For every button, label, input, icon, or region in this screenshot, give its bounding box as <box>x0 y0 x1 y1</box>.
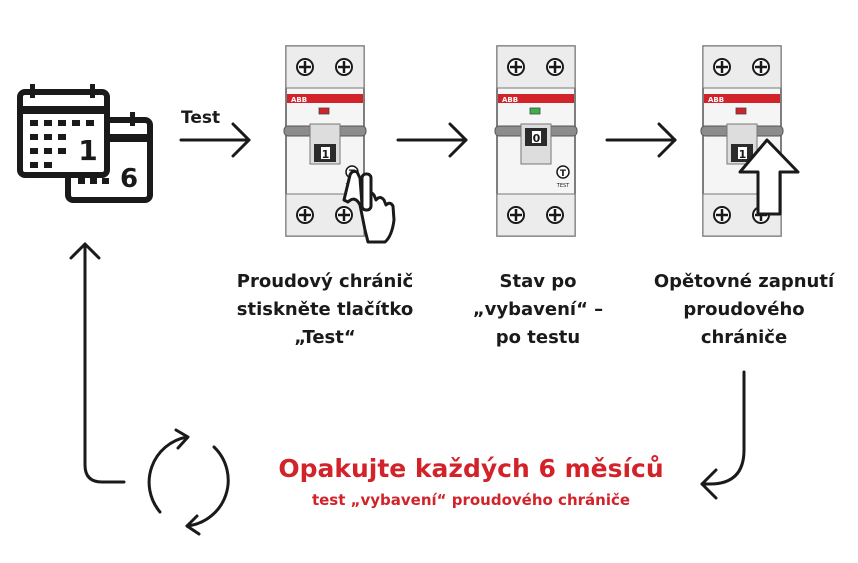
switch-lever-face <box>532 131 541 143</box>
switch-lever-face <box>321 147 330 159</box>
brand-strip <box>287 94 363 103</box>
return-arrow-icon <box>69 242 126 484</box>
brand-logo: ABB <box>502 96 518 104</box>
breaker-device-tripped: ABB 0T TEST <box>494 45 578 237</box>
status-indicator <box>735 107 747 115</box>
calendar-icon <box>17 84 153 203</box>
calendar-front <box>17 84 110 178</box>
terminal-screw-icon <box>507 58 525 76</box>
cycle-arrows-icon <box>147 428 230 536</box>
switch-state-label: 1 <box>739 148 747 161</box>
status-indicator <box>529 107 541 115</box>
step-2-label: Stav po „vybavení“ – po testu <box>448 268 628 352</box>
terminal-screw-icon <box>713 58 731 76</box>
step-2-line-3: po testu <box>495 327 581 348</box>
terminal-screw-icon <box>296 58 314 76</box>
step-2-line-2: „vybavení“ – <box>472 299 604 320</box>
terminal-screw-icon <box>546 58 564 76</box>
terminal-screw-icon <box>546 206 564 224</box>
terminal-screw-icon <box>752 58 770 76</box>
step-1-line-2: stiskněte tlačítko <box>236 299 414 320</box>
step-3-label: Opětovné zapnutí proudového chrániče <box>630 268 858 352</box>
brand-logo: ABB <box>708 96 724 104</box>
right-arrow-icon <box>396 122 468 158</box>
test-button-letter: T <box>560 169 567 179</box>
step-3-line-2: proudového <box>683 299 805 320</box>
right-arrow-icon <box>605 122 677 158</box>
hand-pointer-icon <box>342 169 396 244</box>
test-arrow-label: Test <box>181 108 221 128</box>
terminal-screw-icon <box>507 206 525 224</box>
terminal-screw-icon <box>713 206 731 224</box>
brand-logo: ABB <box>291 96 307 104</box>
breaker-device-switch-on: ABB1TTEST <box>700 45 800 237</box>
breaker-device-press-test: ABB1TTEST <box>283 45 396 244</box>
repeat-subline: test „vybavení“ proudového chrániče <box>311 491 631 509</box>
switch-state-label: 0 <box>533 132 541 145</box>
terminal-screw-icon <box>335 58 353 76</box>
brand-strip <box>498 94 574 103</box>
up-arrow-icon <box>738 138 800 216</box>
brand-strip <box>704 94 780 103</box>
step-1-label: Proudový chránič stiskněte tlačítko „Tes… <box>205 268 445 352</box>
calendar-number-1: 1 <box>78 134 97 167</box>
right-arrow-icon <box>179 122 251 158</box>
test-button-caption: TEST <box>556 183 570 189</box>
return-arrow-icon <box>700 370 746 500</box>
terminal-screw-icon <box>296 206 314 224</box>
switch-lever-face <box>738 147 747 159</box>
switch-state-label: 1 <box>322 148 330 161</box>
step-2-line-1: Stav po <box>499 271 577 292</box>
status-indicator <box>318 107 330 115</box>
terminal-screw-icon <box>335 206 353 224</box>
step-3-line-1: Opětovné zapnutí <box>653 271 835 292</box>
step-3-line-3: chrániče <box>700 327 788 348</box>
step-1-line-3: „Test“ <box>294 327 356 348</box>
step-1-line-1: Proudový chránič <box>236 271 414 292</box>
test-button <box>556 165 570 179</box>
calendar-number-6: 6 <box>120 164 138 194</box>
repeat-headline: Opakujte každých 6 měsíců <box>278 454 664 483</box>
